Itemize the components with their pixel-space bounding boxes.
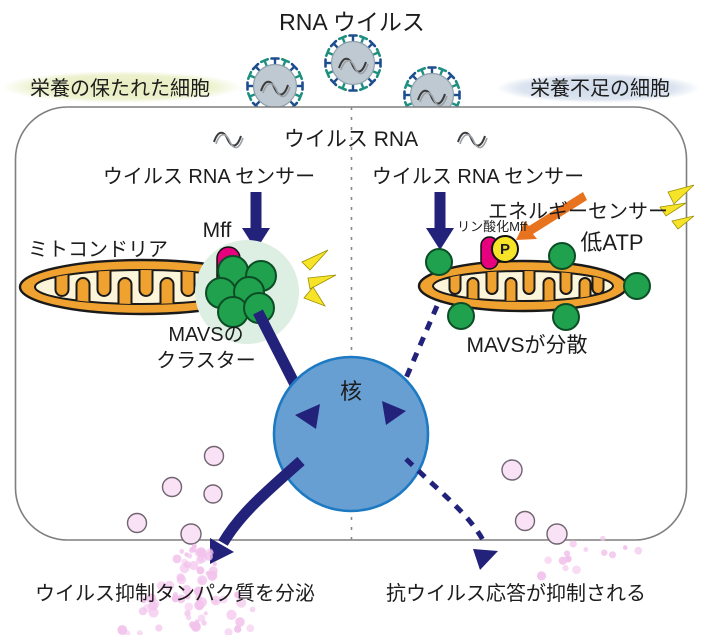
- dispersed-to-nucleus-arrowhead: [382, 401, 406, 425]
- mitochondrion-right: [417, 259, 629, 313]
- mavs-dispersed-label: MAVSが分散: [467, 334, 588, 357]
- secretory-vesicles: [126, 445, 568, 545]
- phosphate-label: P: [500, 241, 510, 258]
- rna-sensor-label-right: ウイルス RNA センサー: [372, 166, 584, 188]
- energy-spark-icon: [659, 184, 695, 230]
- starved-cell-label: 栄養不足の細胞: [530, 77, 670, 100]
- phosphate-icon: [491, 235, 519, 263]
- outcome-secretion-label: ウイルス抑制タンパク質を分泌: [35, 582, 315, 605]
- nourished-cell-label: 栄養の保たれた細胞: [30, 77, 210, 100]
- starved-cell-glow: [496, 73, 700, 103]
- rna-virus-icon: [246, 57, 304, 115]
- low-atp-label: 低ATP: [580, 230, 643, 255]
- mff-label: Mff: [203, 219, 232, 242]
- phospho-mff-label: リン酸化Mff: [457, 219, 527, 234]
- mavs-cluster-label-line2: クラスター: [156, 349, 256, 372]
- secretion-arrowhead: [210, 538, 234, 564]
- mavs-to-nucleus-arrowhead: [295, 404, 320, 429]
- suppressed-response-arrowhead: [473, 549, 498, 570]
- outcome-suppressed-label: 抗ウイルス応答が抑制される: [386, 582, 646, 605]
- mitochondria-label: ミトコンドリア: [28, 239, 168, 261]
- secreted-protein-spray-right: [536, 535, 643, 581]
- cluster-spark-icon: [301, 249, 337, 307]
- mavs-dispersed-icon: [425, 242, 651, 331]
- viral-rna-label: ウイルス RNA: [284, 128, 418, 151]
- secretion-arrow-shaft: [218, 456, 305, 546]
- sensor-down-arrow-left: [242, 192, 270, 250]
- mavs-cluster-label-line1: MAVSの: [168, 324, 243, 346]
- sensor-down-arrow-right: [426, 192, 454, 250]
- secreted-protein-spray-left: [117, 543, 256, 635]
- nucleus: [272, 355, 430, 513]
- rna-virus-icon: [324, 34, 382, 92]
- nucleus-label: 核: [340, 379, 362, 404]
- figure-title: RNA ウイルス: [279, 9, 425, 35]
- suppressed-response-dashed-shaft: [404, 457, 487, 544]
- mavs-cluster-icon: [205, 255, 277, 328]
- rna-sensor-label-left: ウイルス RNA センサー: [103, 166, 315, 188]
- nourished-cell-glow: [2, 71, 242, 103]
- energy-sensor-arrow: [516, 192, 587, 240]
- energy-sensor-label: エネルギーセンサー: [488, 200, 668, 223]
